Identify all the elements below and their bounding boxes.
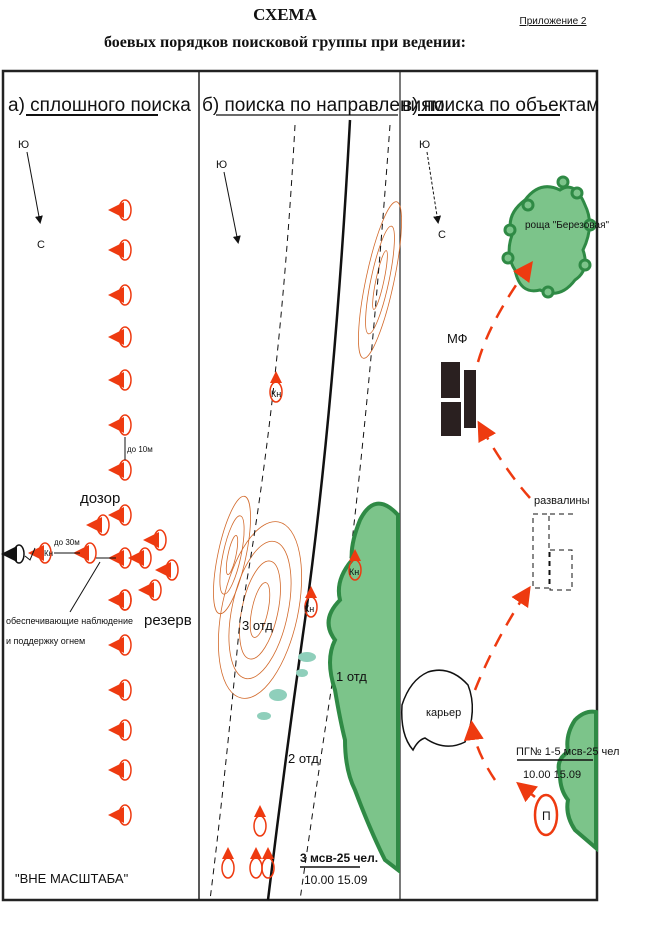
soldier-icon [108,804,132,826]
svg-text:Ю: Ю [216,159,227,171]
grove-label: роща "Березовая" [525,220,609,231]
compass-a: Ю С [18,139,45,251]
support-label-2: и поддержку огнем [6,636,85,646]
ruins-label: развалины [534,495,590,507]
scale-note: "ВНЕ МАСШТАБА" [15,871,129,886]
commander-a: Кн [44,549,53,558]
forest-c [556,709,598,853]
compass-c: Ю С [419,139,446,241]
soldier-icon [108,414,132,436]
commander-b2: Кн [304,604,314,614]
svg-text:С: С [37,239,45,251]
svg-text:С: С [438,229,446,241]
grove-berezovaya [501,175,597,299]
point-label: П [542,809,551,823]
soldier-icon [108,459,132,481]
soldiers-group-b [221,371,362,879]
svg-text:Ю: Ю [419,139,430,151]
squad-2-label: 2 отд [288,751,319,766]
squad-3-label: 3 отд [242,618,273,633]
soldier-icon [348,549,362,581]
soldier-icon [304,586,318,618]
compass-b: Ю [216,159,241,244]
soldier-icon [108,239,132,261]
soldier-icon [86,514,110,536]
soldier-icon [108,284,132,306]
soldier-icon [108,679,132,701]
forest-b [326,501,400,875]
squad-1-label: 1 отд [336,669,367,684]
subtitle: боевых порядков поисковой группы при вед… [104,34,466,51]
water-spots [257,652,316,720]
commander-b1: Кн [271,389,281,399]
observer-icon [1,544,36,564]
quarry-label: карьер [426,707,461,719]
soldier-icon [253,805,267,837]
point-marker [533,793,559,837]
soldier-icon [108,369,132,391]
group-label: ПГ№ 1-5 мсв-25 чел [516,746,619,758]
boundary-lines [209,119,391,901]
commander-b3: Кн [349,567,359,577]
soldier-icon [108,504,132,526]
spacing-vertical: до 10м [127,445,153,454]
soldier-icon [108,326,132,348]
panel-c-heading: в) поиска по объектам [402,95,599,116]
soldier-icon [221,847,235,879]
time-label-c: 10.00 15.09 [523,769,581,781]
diagram-frame [1,69,599,902]
farm-label: МФ [447,331,468,346]
soldier-icon [128,547,152,569]
soldier-icon [143,529,167,551]
patrol-label: дозор [80,490,120,507]
soldier-icon [138,579,162,601]
ruins-outline [532,513,575,591]
svg-text:Ю: Ю [18,139,29,151]
soldier-icon [108,589,132,611]
time-label-b: 10.00 15.09 [304,873,368,887]
farm-buildings [441,362,476,436]
quarry [400,669,474,752]
support-label: обеспечивающие наблюдение [6,616,133,626]
soldier-icon [249,847,263,879]
reserve-label: резерв [144,612,192,629]
soldier-icon [108,719,132,741]
unit-label: 3 мсв-25 чел. [300,851,378,865]
search-route [463,260,538,803]
soldier-icon [269,371,283,403]
soldiers-group-a [28,199,179,826]
panel-a-heading: а) сплошного поиска [8,95,191,116]
panel-b-heading: б) поиска по направлениям [202,95,444,116]
soldier-icon [108,199,132,221]
title: СХЕМА [253,5,317,24]
soldier-icon [261,847,275,879]
soldier-icon [155,559,179,581]
soldier-icon [108,759,132,781]
appendix-label: Приложение 2 [520,16,587,27]
spacing-horizontal: до 30м [54,538,80,547]
soldier-icon [108,634,132,656]
